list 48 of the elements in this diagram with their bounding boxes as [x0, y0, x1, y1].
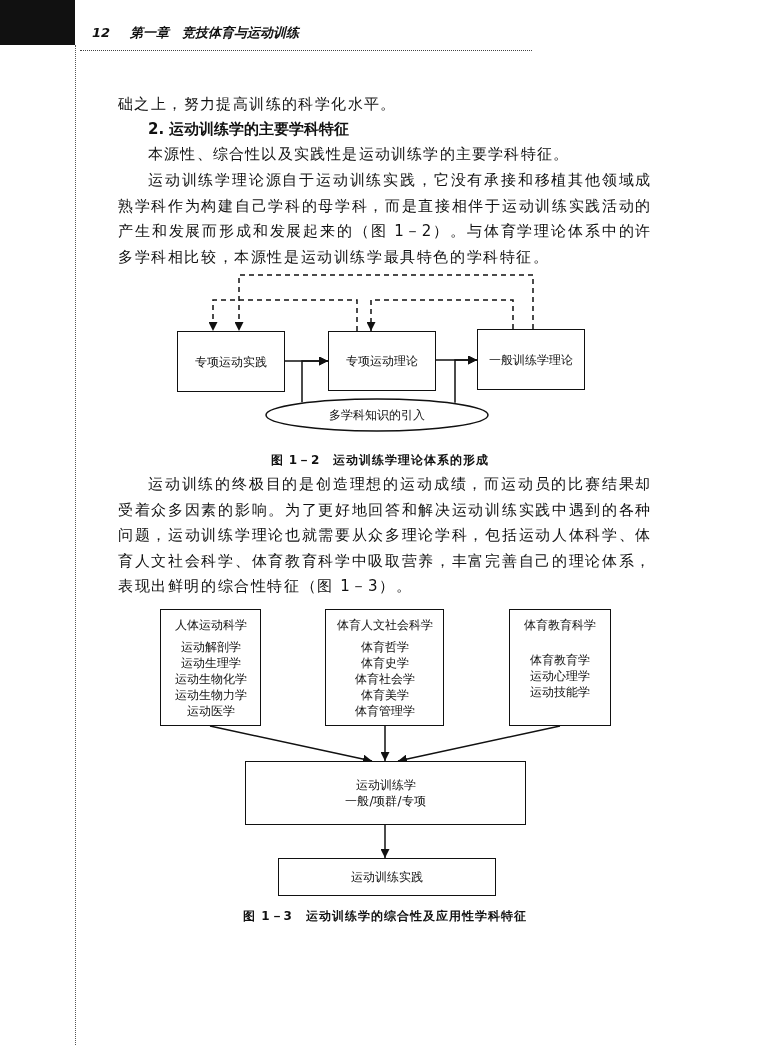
discipline-box [160, 609, 261, 726]
process-box [245, 761, 526, 825]
process-box [278, 858, 496, 896]
discipline-label: 体育史学 [360, 655, 409, 671]
discipline-label: 运动心理学 [530, 668, 590, 684]
discipline-label: 运动生物化学 [174, 671, 247, 687]
page-number: 12 [92, 24, 112, 42]
figure-caption: 图 1－2 运动训练学理论体系的形成 [269, 452, 491, 469]
box-heading: 体育人文社会科学 [336, 617, 433, 633]
process-box [328, 331, 436, 391]
discipline-label: 体育社会学 [354, 671, 415, 687]
paragraph: 本源性、综合性以及实践性是运动训练学的主要学科特征。 [147, 144, 571, 165]
discipline-label: 运动医学 [186, 703, 235, 719]
node-label: 运动训练实践 [351, 869, 423, 885]
chapter-header: 第一章 竞技体育与运动训练 [130, 24, 301, 42]
discipline-label: 体育教育学 [530, 652, 590, 668]
arrow [380, 824, 390, 859]
discipline-label: 运动解剖学 [180, 639, 241, 655]
arrow [380, 725, 390, 762]
discipline-label: 体育管理学 [354, 703, 415, 719]
arrow [366, 299, 514, 332]
process-box [477, 329, 585, 390]
ellipse-node [265, 398, 489, 432]
section-heading: 2. 运动训练学的主要学科特征 [147, 119, 351, 140]
discipline-box [325, 609, 444, 726]
arrow [454, 355, 478, 404]
node-label: 专项运动理论 [346, 353, 418, 369]
paragraph: 运动训练的终极目的是创造理想的运动成绩，而运动员的比赛结果却受着众多因素的影响。为了更好地回答和解决运动训练实践中遇到的各种问题，运动训练学理论也就需要从众多理论学科，包括运动人体科学、体育人文社会科学、体育教育科学中吸取营养，丰富完善自己的理论体系，表现出鲜明的综合性特征（图 1－3）。 [118, 474, 652, 597]
box-heading: 人体运动科学 [174, 617, 247, 633]
paragraph: 础之上，努力提高训练的科学化水平。 [118, 94, 398, 115]
discipline-label: 运动生理学 [180, 655, 241, 671]
discipline-label: 运动技能学 [530, 684, 590, 700]
discipline-label: 体育美学 [360, 687, 409, 703]
arrow [234, 274, 534, 332]
node-label: 多学科知识的引入 [329, 406, 425, 424]
process-box [177, 331, 285, 392]
node-label: 一般训练学理论 [489, 351, 573, 368]
discipline-label: 体育哲学 [360, 639, 409, 655]
node-label: 一般/项群/专项 [345, 793, 426, 809]
arrow [301, 356, 329, 404]
node-label: 专项运动实践 [195, 353, 267, 370]
arrow [208, 299, 358, 332]
box-heading: 体育教育科学 [524, 617, 596, 633]
paragraph: 运动训练学理论源自于运动训练实践，它没有承接和移植其他领域成熟学科作为构建自己学科的母学科，而是直接相伴于运动训练实践活动的产生和发展而形成和发展起来的（图 1－2）。与体育学理论体系中的许多学科相比较，本源性是运动训练学最具特色的学科特征。 [118, 170, 652, 268]
discipline-box [509, 609, 611, 726]
figure-caption: 图 1－3 运动训练学的综合性及应用性学科特征 [242, 908, 528, 925]
discipline-label: 运动生物力学 [174, 687, 247, 703]
node-label: 运动训练学 [355, 777, 416, 793]
